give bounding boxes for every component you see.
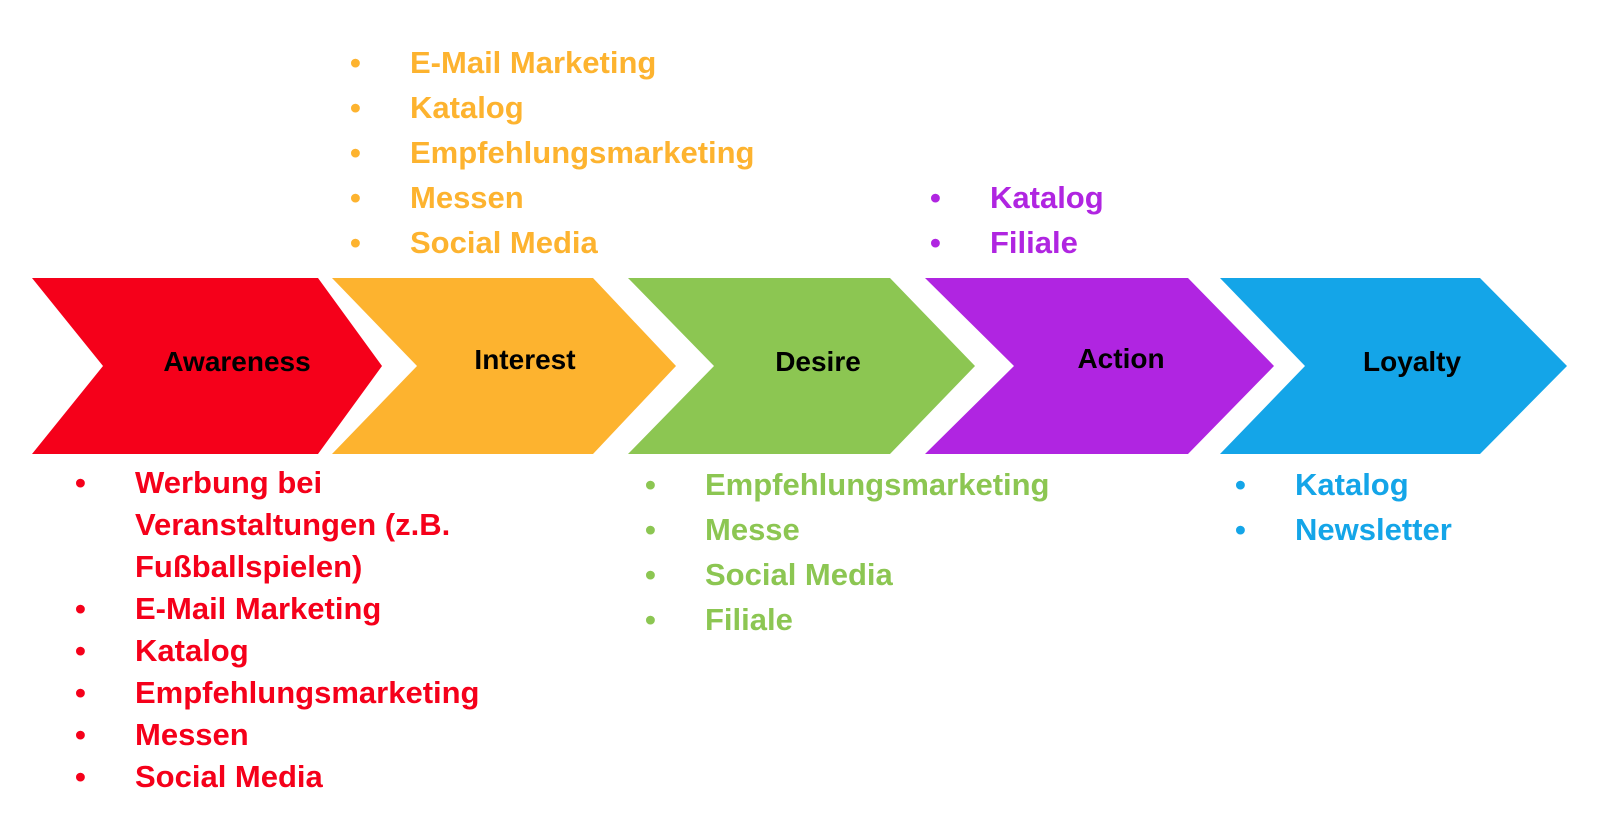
chevron-awareness bbox=[32, 278, 382, 454]
list-item: E-Mail Marketing bbox=[350, 40, 755, 85]
chevron-action bbox=[925, 278, 1274, 454]
interest-channel-list: E-Mail Marketing Katalog Empfehlungsmark… bbox=[350, 40, 755, 265]
stage-label-loyalty: Loyalty bbox=[1362, 346, 1462, 377]
list-item: Messen bbox=[75, 714, 480, 756]
list-item: Social Media bbox=[75, 756, 480, 798]
list-item: Katalog bbox=[930, 175, 1104, 220]
stage-label-desire: Desire bbox=[775, 346, 861, 377]
list-item: Katalog bbox=[1235, 462, 1452, 507]
list-item: Empfehlungsmarketing bbox=[645, 462, 1050, 507]
list-item: Katalog bbox=[75, 630, 480, 672]
list-item: Werbung bei Veranstaltungen (z.B. Fußbal… bbox=[75, 462, 465, 588]
loyalty-channel-list: Katalog Newsletter bbox=[1235, 462, 1452, 552]
chevron-interest bbox=[332, 278, 676, 454]
action-channel-list: Katalog Filiale bbox=[930, 175, 1104, 265]
list-item: Messen bbox=[350, 175, 755, 220]
stage-label-action: Action bbox=[1077, 343, 1165, 374]
awareness-channel-list: Werbung bei Veranstaltungen (z.B. Fußbal… bbox=[75, 462, 480, 798]
chevron-desire bbox=[628, 278, 975, 454]
list-item: Katalog bbox=[350, 85, 755, 130]
list-item: Social Media bbox=[645, 552, 1050, 597]
chevron-loyalty bbox=[1220, 278, 1567, 454]
list-item: Newsletter bbox=[1235, 507, 1452, 552]
list-item: Messe bbox=[645, 507, 1050, 552]
stage-label-interest: Interest bbox=[474, 344, 576, 375]
list-item: Social Media bbox=[350, 220, 755, 265]
list-item: Filiale bbox=[645, 597, 1050, 642]
list-item: Empfehlungsmarketing bbox=[75, 672, 480, 714]
stage-label-awareness: Awareness bbox=[163, 346, 311, 377]
desire-channel-list: Empfehlungsmarketing Messe Social Media … bbox=[645, 462, 1050, 642]
list-item: E-Mail Marketing bbox=[75, 588, 480, 630]
list-item: Filiale bbox=[930, 220, 1104, 265]
list-item: Empfehlungsmarketing bbox=[350, 130, 755, 175]
